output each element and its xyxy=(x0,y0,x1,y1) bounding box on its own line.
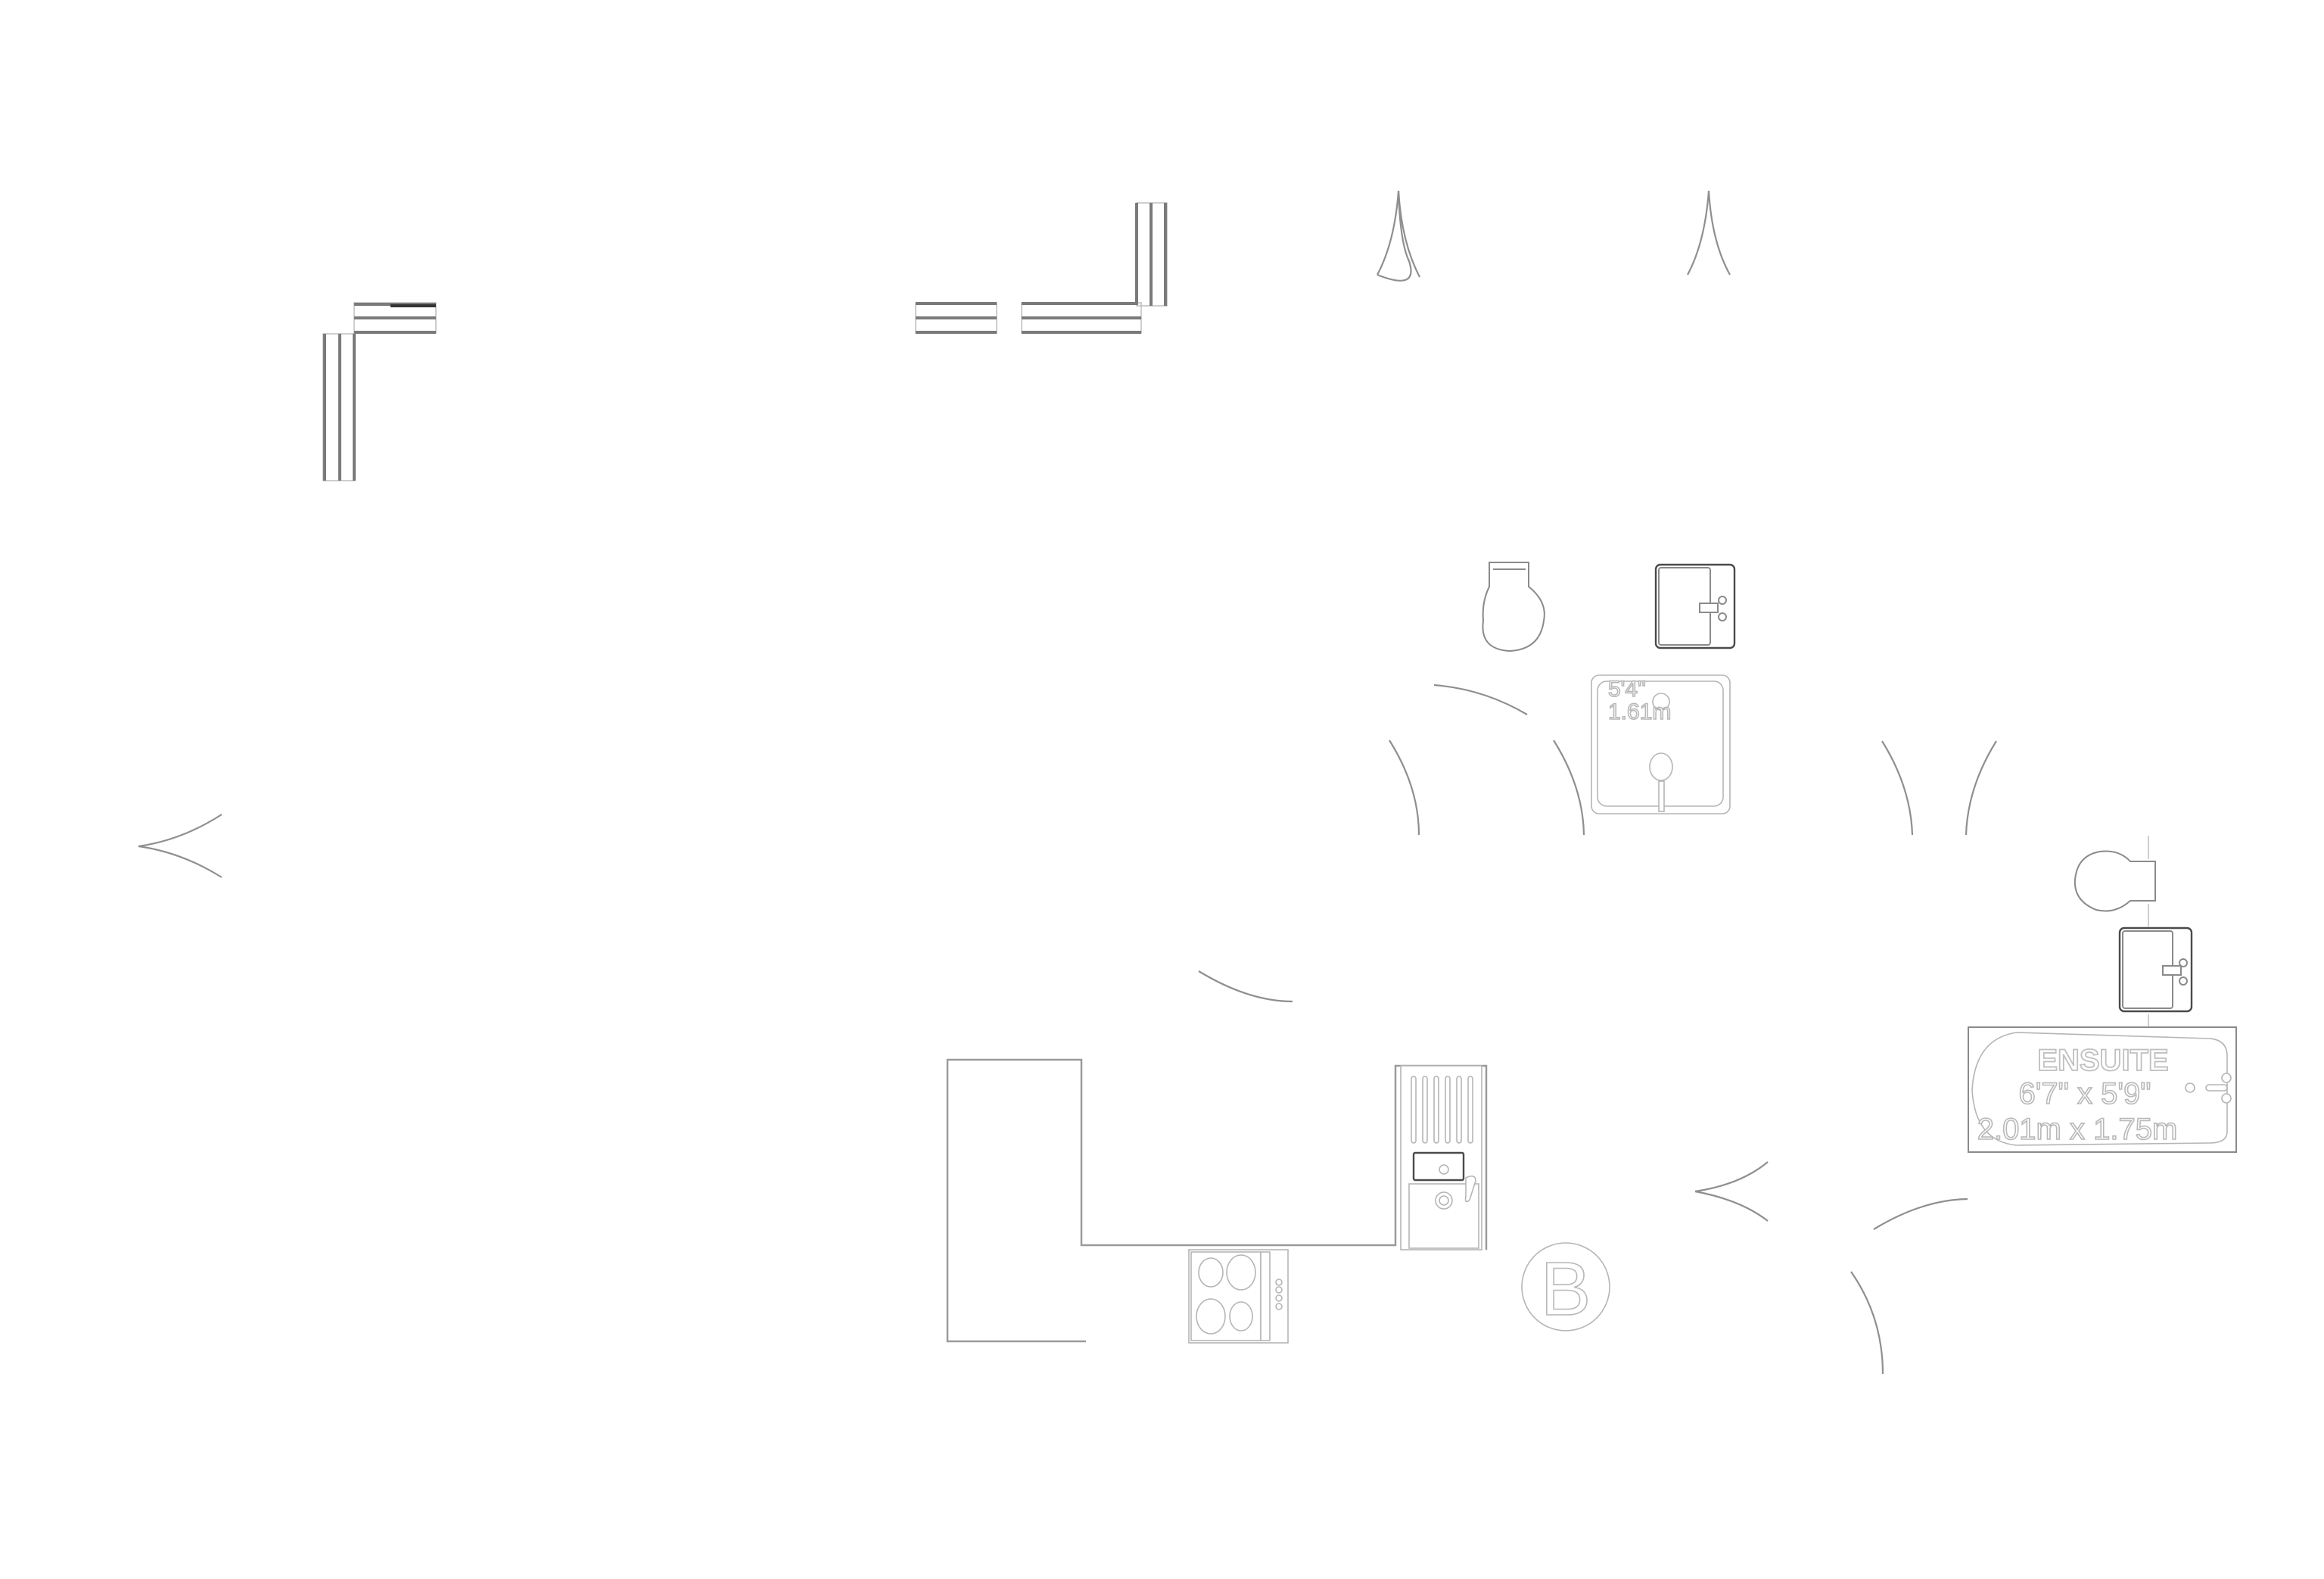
door-swing-mid-top xyxy=(1433,684,1528,715)
door-swing-lower-cusp-a xyxy=(1694,1161,1769,1193)
door-swing-lower-b xyxy=(1850,1271,1884,1375)
ensuite-dim-imperial: 6'7" x 5'9" xyxy=(2019,1077,2151,1110)
marker-b: B xyxy=(1521,1242,1610,1332)
door-swing-lower-a xyxy=(1873,1197,1968,1230)
wall-corner-top-left xyxy=(322,302,437,481)
wall-segment-top-middle xyxy=(915,302,997,334)
door-swing-right-a xyxy=(1881,740,1914,836)
ensuite-bath: ENSUITE 6'7" x 5'9" 2.01m x 1.75m xyxy=(1968,1026,2237,1153)
door-swing-mid-right xyxy=(1553,740,1585,836)
door-swings xyxy=(138,190,1997,1375)
door-swing-left-b xyxy=(138,845,222,878)
door-swing-top-2a xyxy=(1687,190,1710,276)
ensuite-dim-metric: 2.01m x 1.75m xyxy=(1977,1113,2178,1146)
door-swing-lower-cusp-b xyxy=(1694,1190,1769,1222)
ensuite-washbasin xyxy=(2118,927,2193,1013)
door-swing-top-1a xyxy=(1377,190,1400,276)
shower-room-dim-metric: 1.61m xyxy=(1608,699,1671,724)
ensuite-toilet xyxy=(2074,850,2156,912)
door-swing-top-1b xyxy=(1397,190,1420,278)
door-swing-left-a xyxy=(138,814,222,848)
ensuite-label: ENSUITE xyxy=(2037,1044,2168,1077)
shower-room-dim-imperial: 5'4" xyxy=(1608,677,1646,702)
door-swing-mid-left xyxy=(1389,740,1420,836)
door-swing-top-1 xyxy=(1377,190,1412,282)
shower-room-toilet xyxy=(1482,562,1545,652)
marker-b-label: B xyxy=(1541,1247,1591,1331)
wall-corner-top-right xyxy=(1021,202,1168,334)
kitchen-hob xyxy=(1188,1249,1289,1344)
door-swing-top-2b xyxy=(1707,190,1731,276)
door-swing-kitchen xyxy=(1198,970,1293,1003)
shower-tray: 5'4" 1.61m xyxy=(1591,674,1731,814)
kitchen-sink xyxy=(1400,1065,1482,1250)
door-swing-right-b xyxy=(1965,740,1997,836)
shower-room-washbasin xyxy=(1654,563,1736,649)
